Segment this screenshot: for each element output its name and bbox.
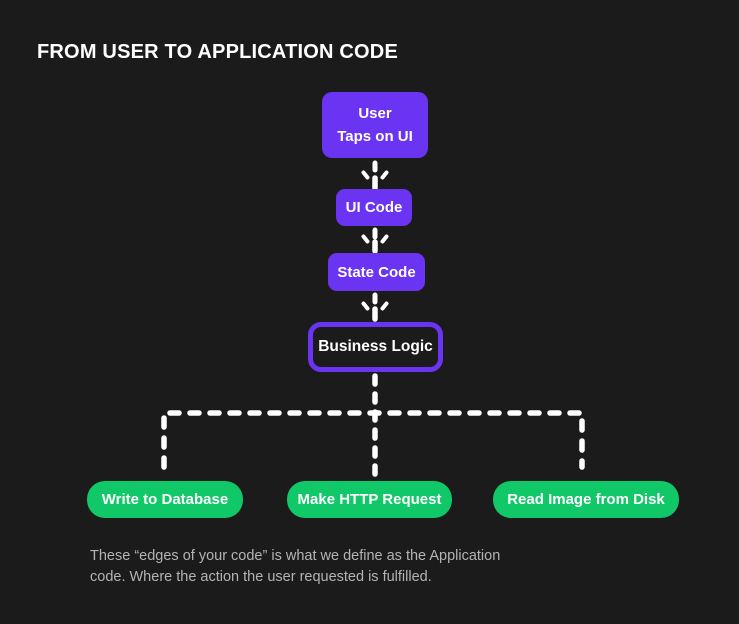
arrow-user-to-ui-code <box>361 160 389 191</box>
node-read-image-from-disk: Read Image from Disk <box>493 481 679 518</box>
node-read-image-from-disk-label: Read Image from Disk <box>507 491 665 508</box>
node-state-code: State Code <box>328 253 425 291</box>
branch-rail <box>161 410 585 470</box>
node-make-http-request: Make HTTP Request <box>287 481 452 518</box>
node-user-taps-label: User Taps on UI <box>337 105 413 145</box>
node-state-code-label: State Code <box>337 263 416 281</box>
node-ui-code: UI Code <box>336 189 412 226</box>
node-ui-code-label: UI Code <box>345 199 403 216</box>
node-make-http-request-label: Make HTTP Request <box>297 491 442 508</box>
node-user-taps-on-ui: User Taps on UI <box>322 92 428 158</box>
node-business-logic: Business Logic <box>308 322 443 372</box>
arrow-state-code-to-business-logic <box>361 292 389 322</box>
node-business-logic-label: Business Logic <box>318 338 433 355</box>
caption-text: These “edges of your code” is what we de… <box>90 548 501 585</box>
diagram-title: FROM USER TO APPLICATION CODE <box>37 41 398 63</box>
arrow-ui-code-to-state-code <box>361 227 389 254</box>
node-write-to-database-label: Write to Database <box>101 491 229 508</box>
node-write-to-database: Write to Database <box>87 481 243 518</box>
